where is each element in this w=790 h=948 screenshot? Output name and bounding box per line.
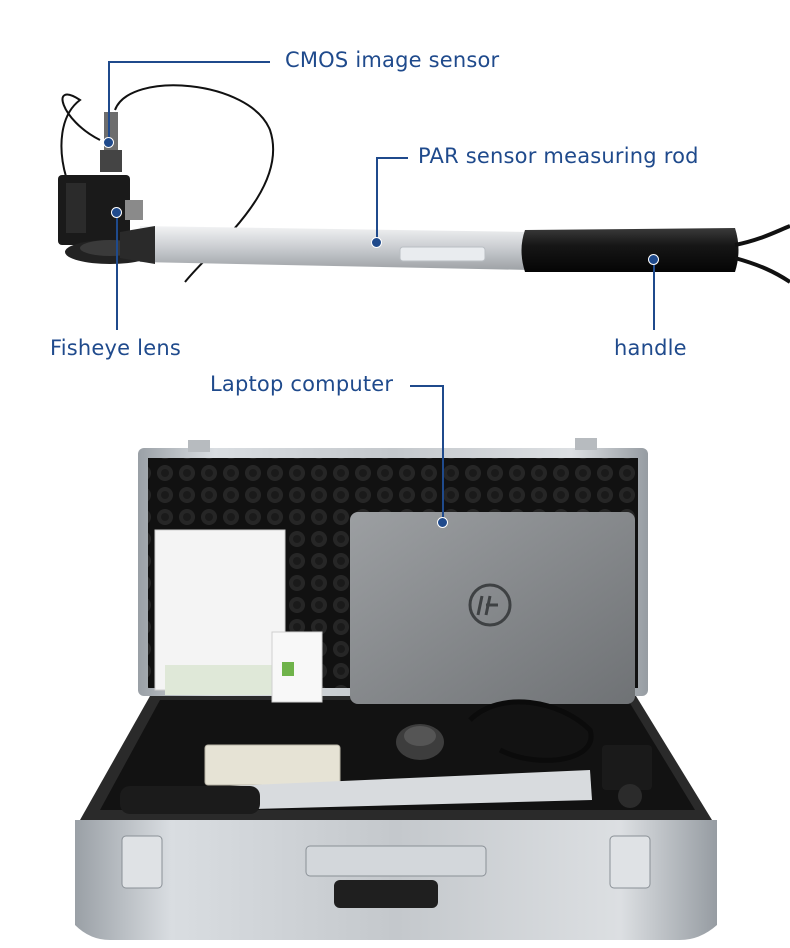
par-leader-vertical [376, 157, 378, 241]
cmos-leader-horizontal [108, 61, 270, 63]
fisheye-leader-vertical [116, 212, 118, 330]
par-leader-horizontal [376, 157, 408, 159]
laptop-label: Laptop computer [210, 372, 394, 396]
handle-label: handle [614, 336, 687, 360]
cmos-sensor-label: CMOS image sensor [285, 48, 500, 72]
par-rod-label: PAR sensor measuring rod [418, 144, 699, 168]
laptop-marker-dot [437, 517, 448, 528]
cmos-leader-vertical [108, 61, 110, 141]
carrying-case [75, 438, 717, 940]
laptop-leader-horizontal [410, 385, 444, 387]
fisheye-marker-dot [111, 207, 122, 218]
laptop-leader-vertical [442, 385, 444, 521]
cmos-marker-dot [103, 137, 114, 148]
handle-marker-dot [648, 254, 659, 265]
par-marker-dot [371, 237, 382, 248]
fisheye-lens-label: Fisheye lens [50, 336, 181, 360]
handle-leader-vertical [653, 260, 655, 330]
measuring-rod-device [58, 84, 790, 284]
